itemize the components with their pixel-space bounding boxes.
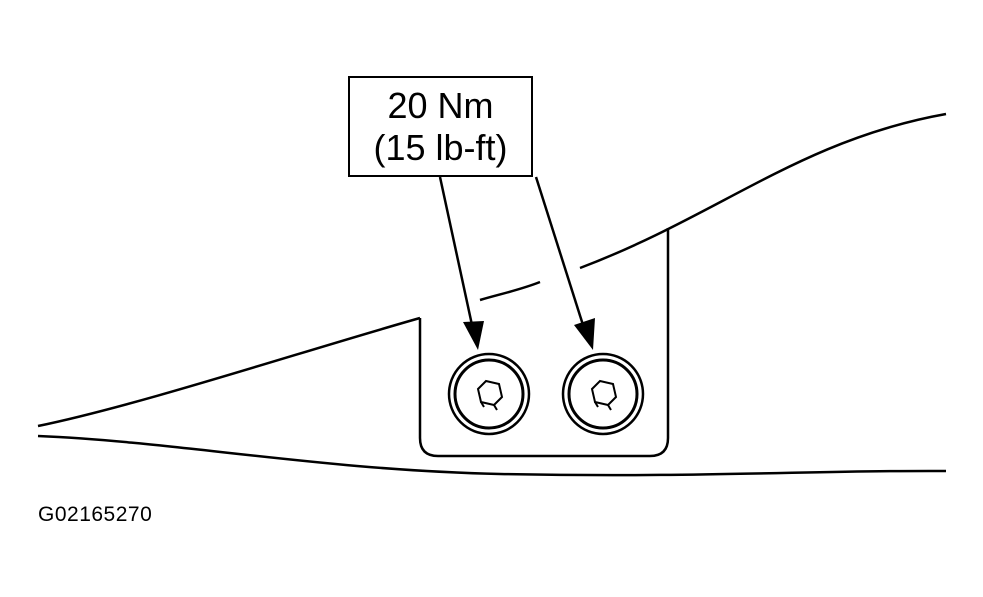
bolt-icon bbox=[561, 352, 645, 436]
torque-metric-label: 20 Nm bbox=[387, 84, 494, 126]
bracket-plate bbox=[418, 228, 670, 458]
bolt-icon bbox=[447, 352, 531, 436]
arrow-icon bbox=[534, 176, 595, 350]
upper-contour-line-right bbox=[579, 112, 947, 270]
figure-id-label: G02165270 bbox=[38, 503, 153, 526]
torque-imperial-label: (15 lb-ft) bbox=[373, 126, 508, 168]
torque-callout: 20 Nm (15 lb-ft) bbox=[348, 76, 533, 177]
upper-contour-line-middle bbox=[479, 280, 541, 302]
arrow-icon bbox=[438, 176, 484, 350]
upper-contour-line bbox=[37, 316, 421, 428]
lower-contour-line bbox=[37, 434, 947, 477]
